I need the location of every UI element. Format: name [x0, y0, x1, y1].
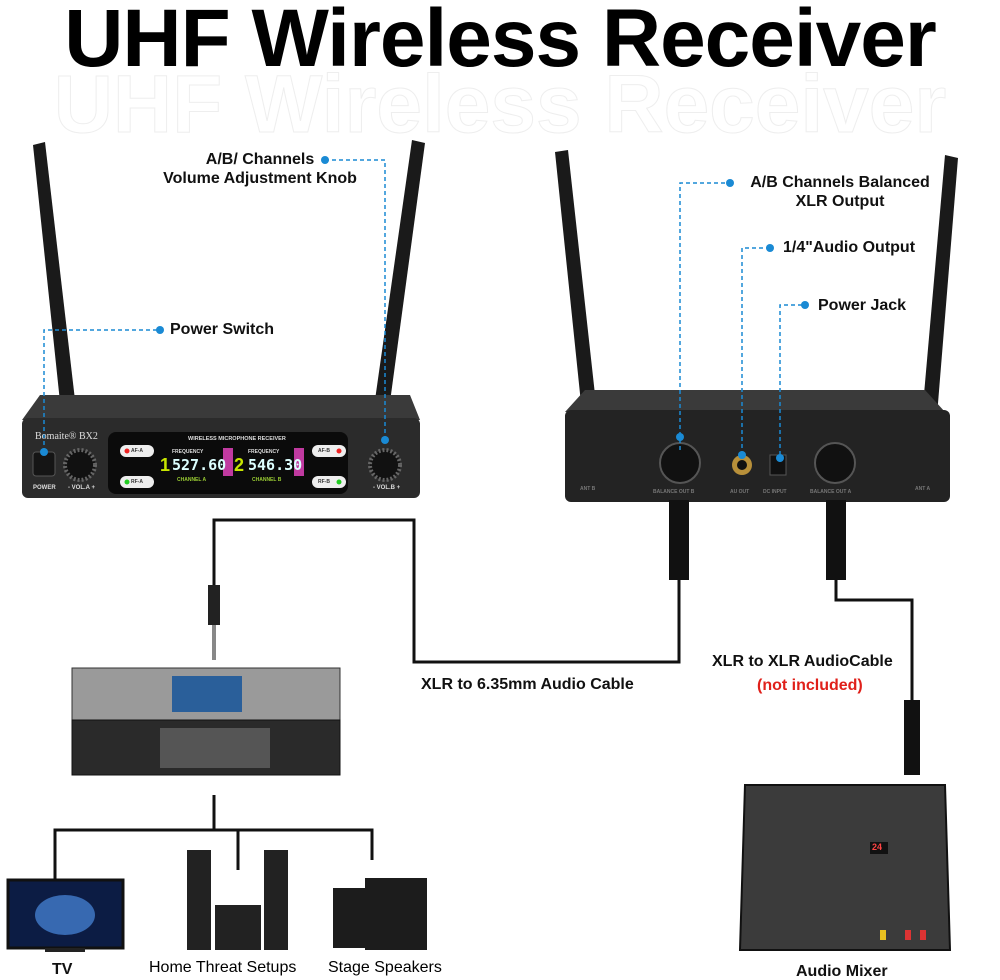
- power-jack-callout: Power Jack: [818, 297, 907, 314]
- home-theater-image: [187, 850, 288, 950]
- ant-b-label: ANT B: [580, 486, 596, 492]
- power-switch-callout: Power Switch: [170, 321, 275, 338]
- af-b-indicator: AF-B: [318, 448, 330, 454]
- frequency-label-b: FREQUENCY: [248, 449, 280, 455]
- back-receiver-top: [565, 390, 945, 412]
- xlr-to-xlr-cable: [834, 580, 914, 700]
- callout-dots: [40, 156, 809, 462]
- back-antenna-right: [920, 155, 958, 440]
- antenna-left: [33, 142, 75, 402]
- front-receiver-top: [22, 395, 420, 420]
- power-label: POWER: [33, 485, 56, 491]
- balance-out-a-label: BALANCE OUT A: [810, 489, 852, 495]
- tv-label: TV: [52, 961, 73, 978]
- xlr-xlr-cable-label: XLR to XLR AudioCable: [712, 653, 893, 670]
- not-included-note: (not included): [757, 677, 863, 694]
- balance-out-b-label: BALANCE OUT B: [653, 489, 695, 495]
- title-reflection: UHF Wireless Receiver: [53, 59, 947, 151]
- vol-a-knob: [63, 448, 97, 482]
- frequency-b: 546.30: [248, 456, 303, 474]
- mixer-display: 24: [872, 842, 883, 852]
- xlr-output-callout: A/B Channels Balanced XLR Output: [740, 173, 940, 211]
- channel-a-label: CHANNEL A: [177, 477, 207, 483]
- power-amplifier: [71, 667, 341, 776]
- audio-mixer-image: [738, 784, 952, 951]
- speaker-distribution-lines: [53, 795, 374, 880]
- back-antenna-left: [555, 150, 600, 442]
- display-header: WIRELESS MICROPHONE RECEIVER: [188, 436, 286, 442]
- vol-a-label: - VOL.A +: [68, 485, 95, 491]
- ant-a-label: ANT A: [915, 486, 931, 492]
- xlr-out-a: [814, 442, 856, 484]
- stage-speakers-image: [333, 878, 427, 950]
- vol-b-label: - VOL.B +: [373, 485, 401, 491]
- rf-a-indicator: RF-A: [131, 479, 143, 485]
- volume-knob-callout: A/B/ Channels Volume Adjustment Knob: [150, 150, 370, 188]
- callout-line-1: A/B Channels Balanced: [750, 174, 930, 191]
- antenna-right: [375, 140, 425, 402]
- xlr-635-cable-label: XLR to 6.35mm Audio Cable: [421, 676, 634, 693]
- xlr-to-635-cable: [212, 518, 681, 664]
- stage-speakers-label: Stage Speakers: [328, 959, 442, 976]
- dc-input-label: DC INPUT: [763, 489, 787, 495]
- back-receiver-body: [565, 410, 950, 502]
- callout-line-1: A/B/ Channels: [205, 151, 315, 168]
- audio-output-callout: 1/4"Audio Output: [783, 239, 916, 256]
- rf-b-indicator: RF-B: [318, 479, 330, 485]
- vol-b-knob: [368, 448, 402, 482]
- frequency-label-a: FREQUENCY: [172, 449, 204, 455]
- af-a-indicator: AF-A: [131, 448, 143, 454]
- channel-2-number: 2: [234, 455, 245, 475]
- page-title: UHF Wireless Receiver: [64, 0, 937, 84]
- callout-lines: [43, 159, 805, 462]
- home-theater-label: Home Threat Setups: [149, 959, 297, 976]
- audio-mixer-label: Audio Mixer: [796, 963, 888, 980]
- frequency-a: 527.60: [172, 456, 227, 474]
- callout-line-2: Volume Adjustment Knob: [163, 170, 357, 187]
- callout-line-2: XLR Output: [795, 193, 885, 210]
- brand-label: Bomaite® BX2: [35, 431, 98, 442]
- channel-1-number: 1: [160, 455, 171, 475]
- au-out-label: AU OUT: [730, 489, 750, 495]
- channel-b-label: CHANNEL B: [252, 477, 282, 483]
